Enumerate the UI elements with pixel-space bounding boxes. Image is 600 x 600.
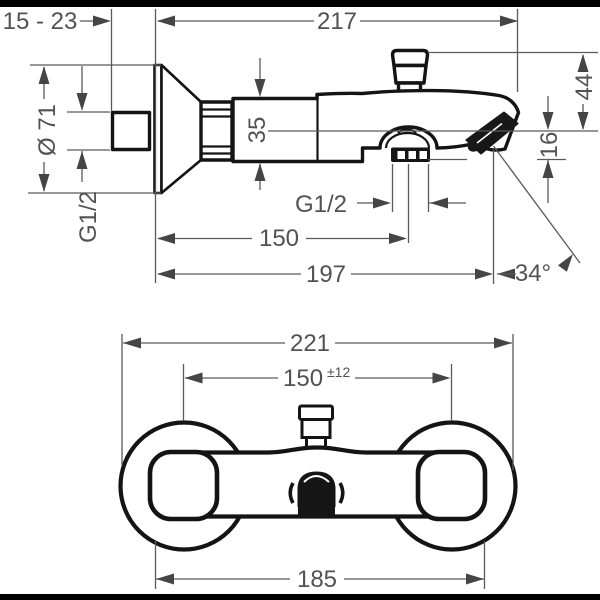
- arrowhead: [156, 573, 174, 585]
- escutcheon-cone: [160, 63, 203, 195]
- dim-inlet-thread: G1/2: [75, 66, 102, 243]
- dim-label: 15 - 23: [3, 8, 78, 35]
- arrowhead: [38, 66, 50, 84]
- arrowhead: [123, 337, 141, 349]
- arrowhead: [577, 112, 589, 130]
- arrowhead: [500, 15, 518, 27]
- arrowhead: [475, 268, 493, 280]
- dim-label: 16: [536, 132, 563, 159]
- arrowhead: [93, 15, 111, 27]
- arrowhead: [184, 372, 203, 384]
- extension-lines: [28, 9, 598, 284]
- dim-spout-reach: 197: [157, 261, 493, 288]
- arrowhead: [157, 268, 175, 280]
- dim-label: G1/2: [295, 191, 347, 218]
- arrowhead: [494, 337, 512, 349]
- arrowhead: [542, 112, 554, 130]
- dim-hose-outlet-distance: 150: [157, 225, 407, 252]
- front-view-dimensions: 221 150 ±12 185: [121, 330, 514, 593]
- dim-label: Ø 71: [34, 104, 61, 156]
- dim-wall-distance: 15 - 23: [3, 8, 111, 35]
- dim-label: G1/2: [75, 191, 102, 243]
- dim-tolerance-label: ±12: [327, 364, 350, 380]
- arrowhead: [38, 174, 50, 192]
- dim-hose-outlet-thread: G1/2: [295, 191, 466, 218]
- wall-union-block: [110, 110, 152, 152]
- dim-label: 185: [297, 566, 337, 593]
- dim-label: 35: [244, 117, 271, 144]
- dim-label: 150: [283, 365, 323, 392]
- dim-spout-angle: 34°: [497, 250, 578, 287]
- dim-outlet-drop: 16: [536, 96, 563, 203]
- arrowhead: [432, 372, 451, 384]
- dim-body-width: 185: [156, 566, 484, 593]
- extension-lines: [121, 334, 514, 589]
- diverter-knob-side: [390, 48, 430, 96]
- dim-escutcheon-diameter: Ø 71: [34, 66, 61, 192]
- dim-pipe-center-distance: 150 ±12: [184, 364, 451, 392]
- arrowhead: [577, 54, 589, 72]
- arrowhead: [389, 233, 407, 244]
- arrowhead: [557, 250, 578, 272]
- arrowhead: [76, 93, 88, 111]
- arrowhead: [157, 15, 175, 27]
- union-nut: [199, 100, 234, 162]
- dim-label: 150: [259, 225, 299, 252]
- arrowhead: [466, 573, 484, 585]
- left-handle: [147, 449, 220, 522]
- arrowhead: [542, 160, 554, 178]
- dim-label: 34°: [515, 260, 551, 287]
- side-view-dimensions: 15 - 23 217 Ø 71 G1/2: [3, 8, 598, 288]
- spout-aerator-front: [288, 471, 345, 516]
- side-view-object: [110, 48, 521, 195]
- hose-outlet-nipple: [391, 147, 430, 162]
- dim-body-diameter: 35: [244, 58, 271, 190]
- dim-label: 44: [571, 74, 598, 101]
- dim-total-width: 221: [123, 330, 512, 357]
- arrowhead: [430, 197, 448, 209]
- dim-knob-height: 44: [571, 54, 598, 130]
- union-nut-ribs: [201, 108, 232, 155]
- arrowhead: [254, 163, 266, 181]
- mixer-body-and-spout: [231, 88, 521, 164]
- front-view-object: [118, 404, 518, 552]
- arrowhead: [157, 233, 175, 244]
- dim-label: 197: [306, 261, 346, 288]
- hose-dome-top-arc: [397, 128, 417, 134]
- hose-dome-inner-arc: [384, 131, 431, 149]
- arrowhead: [373, 197, 391, 209]
- arrowhead: [76, 151, 88, 169]
- top-crop-bar: [0, 0, 600, 7]
- dim-label: 221: [290, 330, 330, 357]
- arrowhead: [254, 79, 266, 97]
- dim-total-depth: 217: [157, 8, 518, 35]
- right-handle: [415, 449, 488, 522]
- bottom-crop-bar: [0, 594, 600, 600]
- spout-angle-line: [492, 145, 581, 264]
- dim-label: 217: [317, 8, 357, 35]
